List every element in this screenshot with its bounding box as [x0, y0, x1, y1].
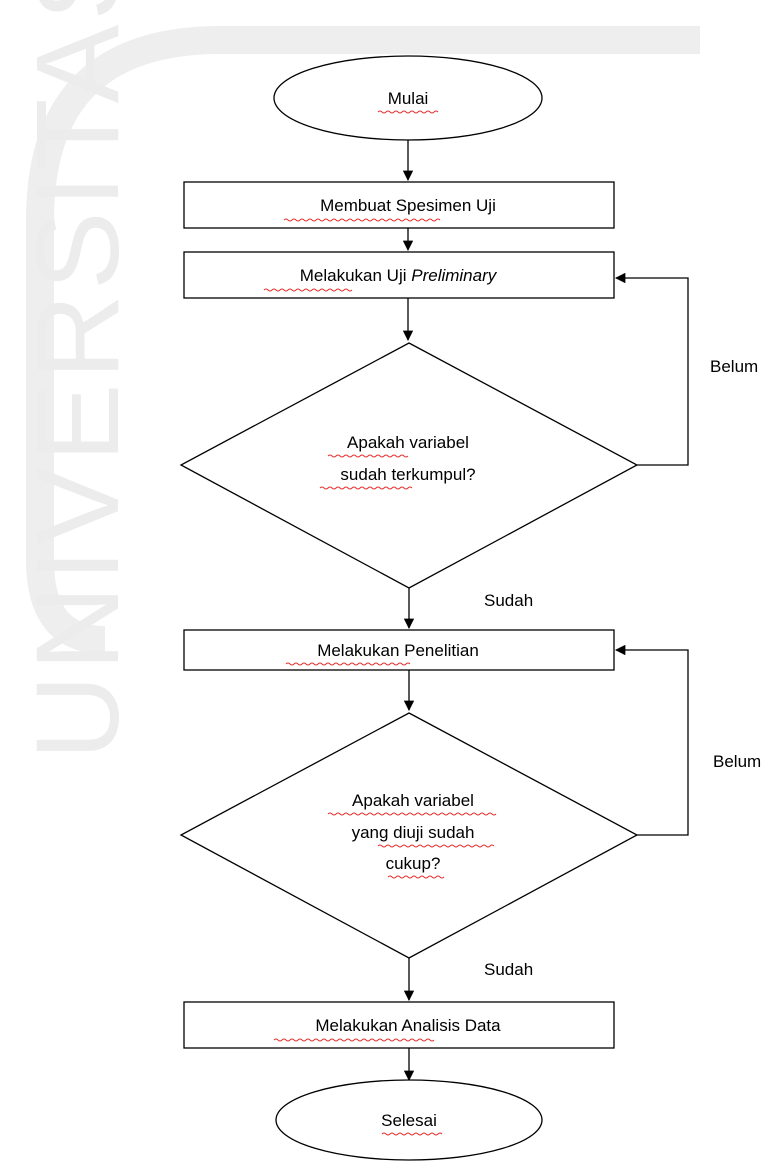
edge-label-sudah-2: Sudah: [484, 960, 533, 979]
decision-enough: Apakah variabel yang diuji sudah cukup?: [179, 712, 639, 959]
process-analysis: Melakukan Analisis Data: [183, 1001, 615, 1049]
decision-enough-line3: cukup?: [386, 854, 441, 873]
decision-collected-line1: Apakah variabel: [347, 433, 469, 452]
process-make-specimen: Membuat Spesimen Uji: [183, 181, 615, 229]
end-label: Selesai: [381, 1111, 437, 1130]
edge-decision1-loop-back: [614, 272, 689, 466]
start-label: Mulai: [388, 89, 429, 108]
decision-enough-line1: Apakah variabel: [352, 791, 474, 810]
decision-collected-line2: sudah terkumpul?: [340, 465, 475, 484]
make-specimen-label: Membuat Spesimen Uji: [320, 196, 496, 215]
preliminary-label: Melakukan Uji Preliminary: [300, 266, 498, 285]
preliminary-label-italic: Preliminary: [411, 266, 498, 285]
start-node: Mulai: [273, 55, 543, 141]
decision-collected: Apakah variabel sudah terkumpul?: [179, 342, 639, 589]
edge-label-sudah-1: Sudah: [484, 591, 533, 610]
process-research: Melakukan Penelitian: [183, 629, 615, 671]
edge-label-belum-2: Belum: [713, 752, 761, 771]
decision-enough-line2: yang diuji sudah: [352, 823, 475, 842]
analysis-label: Melakukan Analisis Data: [315, 1016, 501, 1035]
end-node: Selesai: [275, 1079, 543, 1161]
edge-label-belum-1: Belum: [710, 357, 758, 376]
preliminary-label-plain: Melakukan Uji: [300, 266, 407, 285]
process-preliminary: Melakukan Uji Preliminary: [183, 251, 615, 299]
research-label: Melakukan Penelitian: [317, 641, 479, 660]
edge-decision2-loop-back: [614, 644, 689, 836]
